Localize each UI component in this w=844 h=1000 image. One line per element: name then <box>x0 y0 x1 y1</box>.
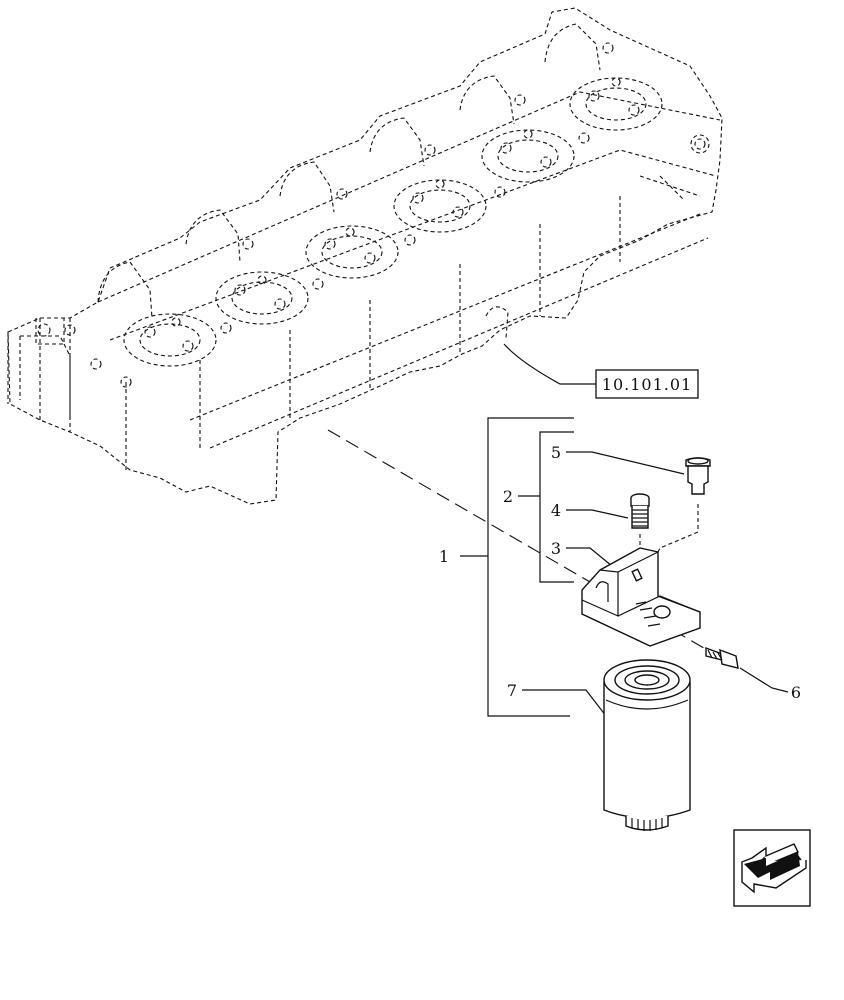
callout-number-4: 4 <box>551 501 561 520</box>
callout-4: 4 <box>551 501 629 520</box>
callout-6: 6 <box>739 667 801 702</box>
part-4-threaded-stud[interactable] <box>630 493 650 560</box>
callout-5: 5 <box>551 443 685 475</box>
callout-1: 1 <box>439 547 449 566</box>
cylinder-1 <box>37 261 217 388</box>
cylinder-5 <box>459 75 575 198</box>
cylinder-4 <box>369 117 487 246</box>
callout-number-7: 7 <box>507 681 517 700</box>
cylinder-6 <box>544 23 710 154</box>
part-3-bracket[interactable] <box>581 547 701 647</box>
callout-number-1: 1 <box>439 547 449 566</box>
callout-7: 7 <box>507 681 607 717</box>
reference-label: 10.101.01 <box>602 375 692 394</box>
callout-2: 2 <box>503 487 513 506</box>
callout-number-5: 5 <box>551 443 561 462</box>
part-6-bolt[interactable] <box>705 646 739 669</box>
reference-box[interactable] <box>595 369 699 399</box>
callout-number-2: 2 <box>503 487 513 506</box>
part-7-filter-cartridge[interactable] <box>603 659 691 831</box>
callout-3: 3 <box>551 539 613 567</box>
callout-number-3: 3 <box>551 539 561 558</box>
cylinder-head-outline <box>7 7 723 505</box>
part-5-fitting[interactable] <box>655 457 711 557</box>
cylinder-3 <box>279 161 399 290</box>
callout-number-6: 6 <box>791 683 801 702</box>
cylinder-2 <box>185 209 309 334</box>
group-brackets <box>460 417 574 717</box>
previous-page-arrow-icon[interactable] <box>733 829 811 907</box>
reference-callout: 10.101.01 <box>503 343 699 399</box>
